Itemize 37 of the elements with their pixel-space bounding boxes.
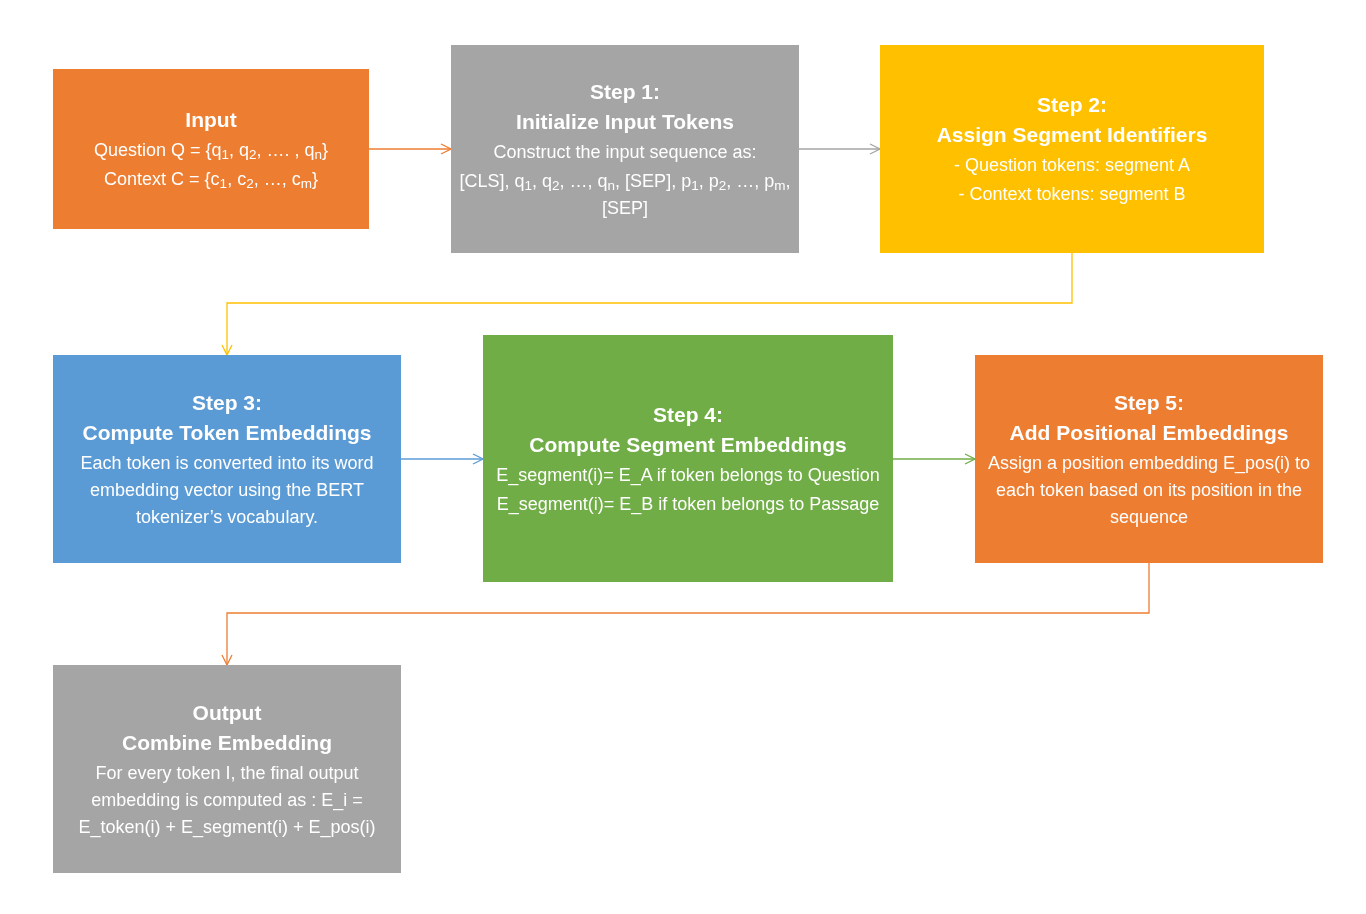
arrow	[221, 252, 1073, 356]
box-text: Construct the input sequence as:	[493, 140, 757, 164]
arrow	[892, 453, 976, 465]
box-text: For every token I, the final output embedding is computed as : E_i = E_token(i) + E_segment(i) + E_pos(i)	[77, 761, 377, 840]
box-heading: Step 4:	[653, 401, 723, 428]
process-box	[880, 45, 1264, 253]
process-box	[451, 45, 799, 253]
box-text: - Context tokens: segment B	[958, 183, 1186, 206]
box-text: Each token is converted into its word embedding vector using the BERT tokenizer’s vocabulary.	[79, 451, 375, 529]
box-heading: Input	[185, 107, 237, 133]
arrow	[798, 143, 881, 155]
arrow	[400, 453, 484, 465]
box-text: - Question tokens: segment A	[953, 154, 1191, 177]
box-text: E_segment(i)= E_B if token belongs to Passage	[496, 492, 880, 517]
arrow	[368, 143, 452, 155]
box-text: Context C = {c$_{1}$, c$_{2}$, …, c$_{m}$}	[104, 168, 318, 193]
box-text: Question Q = {q$_{1}$, q$_{2}$, …. , q$_{n}$}	[93, 139, 329, 164]
process-box	[53, 69, 369, 229]
process-box	[53, 355, 401, 563]
process-box	[975, 355, 1323, 563]
box-text: E_segment(i)= E_A if token belongs to Question	[496, 463, 880, 488]
box-heading: Compute Token Embeddings	[82, 419, 372, 446]
process-box	[53, 665, 401, 873]
box-heading: Combine Embedding	[122, 729, 332, 756]
box-heading: Step 2:	[1037, 92, 1107, 118]
box-heading: Compute Segment Embeddings	[529, 431, 847, 458]
box-text: [CLS], q$_{1}$, q$_{2}$, …, q$_{n}$, [SEP], p$_{1}$, p$_{2}$, …, p$_{m}$, [SEP]	[459, 169, 791, 220]
box-heading: Initialize Input Tokens	[516, 108, 734, 135]
arrow	[221, 562, 1150, 666]
box-heading: Add Positional Embeddings	[1009, 419, 1289, 446]
box-heading: Assign Segment Identifiers	[936, 122, 1208, 148]
box-text: Assign a position embedding E_pos(i) to each token based on its position in the sequence	[986, 451, 1312, 529]
box-heading: Step 5:	[1114, 389, 1184, 416]
box-heading: Step 1:	[590, 78, 660, 105]
box-heading: Step 3:	[192, 389, 262, 416]
process-box	[483, 335, 893, 582]
box-heading: Output	[192, 699, 262, 726]
